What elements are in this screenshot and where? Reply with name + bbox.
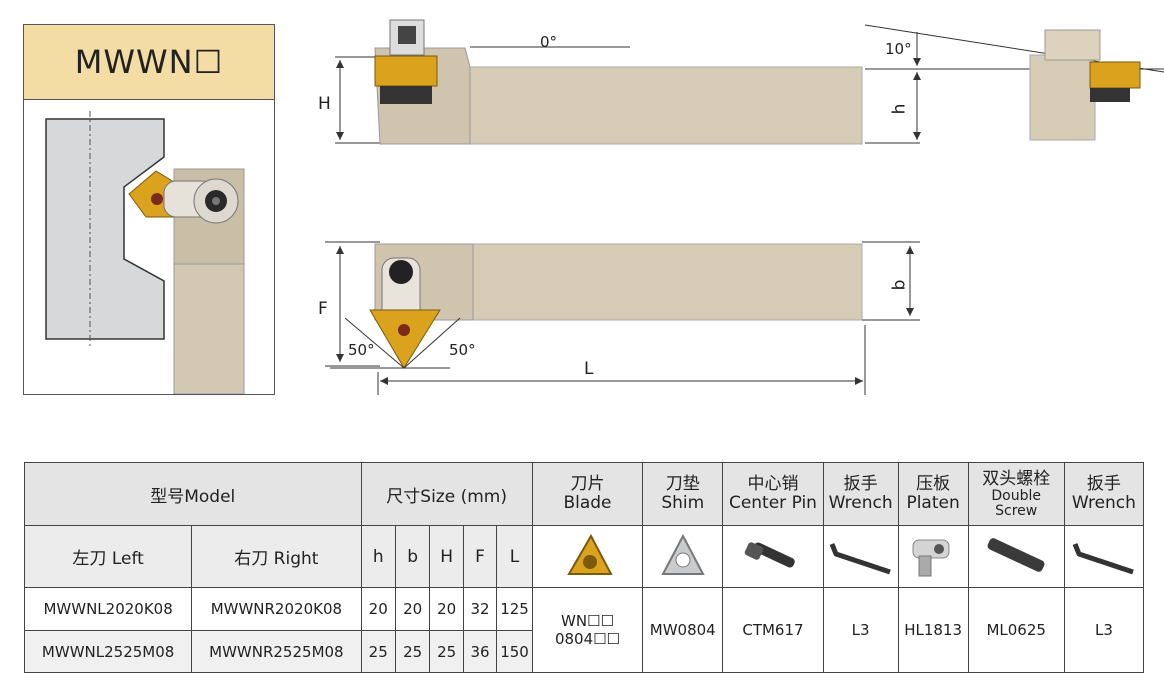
header-pin-cn: 中心销	[747, 474, 799, 494]
center-pin-icon	[744, 541, 795, 568]
shim-icon	[661, 533, 705, 575]
row1-H: 20	[429, 587, 464, 631]
row2-right-model: MWWNR2525M08	[191, 630, 362, 673]
header-shim-cn: 刀垫	[665, 474, 700, 494]
row2-F: 36	[462, 630, 498, 673]
header-screw-en1: Double	[991, 487, 1041, 504]
wrench2-image	[1063, 525, 1145, 588]
header-blade-cn: 刀片	[570, 474, 605, 494]
dim-F-label: F	[318, 299, 328, 319]
row1-left-model: MWWNL2020K08	[23, 587, 193, 631]
blade-spec-line1: WN☐☐	[561, 612, 614, 630]
header-wrench-cn: 扳手	[843, 474, 878, 494]
header-platen-cn: 压板	[916, 474, 951, 494]
angle-top-label: 0°	[540, 33, 558, 51]
workpiece-sketch	[45, 111, 245, 394]
subheader-col-H: H	[429, 525, 464, 588]
blade-image	[531, 525, 644, 588]
subheader-right: 右刀 Right	[191, 525, 362, 588]
header-wrench2-cn: 扳手	[1086, 474, 1121, 494]
angle-right-label: 50°	[449, 341, 476, 359]
row1-F: 32	[462, 587, 498, 631]
wrench-image	[822, 525, 899, 588]
angle-left-label: 50°	[348, 341, 375, 359]
subheader-left: 左刀 Left	[23, 525, 193, 588]
angle-side-label: 10°	[885, 40, 912, 58]
subheader-col-L: L	[496, 525, 533, 588]
wrench2-spec: L3	[1063, 587, 1145, 673]
blade-spec: WN☐☐ 0804☐☐	[531, 587, 644, 673]
row2-left-model: MWWNL2525M08	[23, 630, 193, 673]
header-screw-en2: Screw	[995, 502, 1038, 519]
row1-L: 125	[496, 587, 533, 631]
dim-h-label: h	[889, 103, 910, 115]
row2-L: 150	[496, 630, 533, 673]
double-screw-icon	[987, 537, 1045, 572]
header-shim-en: Shim	[661, 493, 705, 513]
header-pin-en: Center Pin	[728, 493, 817, 513]
shim-spec: MW0804	[642, 587, 724, 673]
header-screw-cn: 双头螺栓	[982, 468, 1051, 489]
row1-b: 20	[394, 587, 431, 631]
platen-spec: HL1813	[897, 587, 969, 673]
header-size: 尺寸Size (mm)	[360, 462, 533, 526]
insert-icon	[567, 533, 614, 575]
platen-icon	[912, 539, 950, 576]
pin-image	[722, 525, 824, 588]
dim-H-label: H	[318, 94, 331, 114]
screw-image	[967, 525, 1065, 588]
platen-image	[897, 525, 969, 588]
header-wrench-en: Wrench	[828, 493, 893, 513]
subheader-col-F: F	[462, 525, 498, 588]
wrench-icon	[829, 542, 891, 574]
subheader-col-h: h	[360, 525, 396, 588]
row2-b: 25	[394, 630, 431, 673]
pin-spec: CTM617	[722, 587, 824, 673]
row2-h: 25	[360, 630, 396, 673]
header-wrench2-en: Wrench	[1071, 493, 1136, 513]
header-model: 型号Model	[24, 462, 362, 526]
model-box: MWWN☐	[23, 24, 275, 395]
holder-drawings	[325, 19, 1164, 395]
model-title: MWWN☐	[24, 25, 274, 100]
screw-spec: ML0625	[967, 587, 1065, 673]
wrench-spec: L3	[822, 587, 899, 673]
row1-h: 20	[360, 587, 396, 631]
row2-H: 25	[429, 630, 464, 673]
blade-spec-line2: 0804☐☐	[554, 630, 621, 648]
table-row: MWWNL2020K08 MWWNR2020K08 20 20 20 32 12…	[23, 587, 1145, 673]
dim-b-label: b	[889, 279, 910, 291]
header-blade-en: Blade	[563, 493, 612, 513]
shim-image	[642, 525, 724, 588]
wrench2-icon	[1072, 542, 1134, 574]
row1-right-model: MWWNR2020K08	[191, 587, 362, 631]
dim-L-label: L	[584, 359, 594, 379]
subheader-col-b: b	[394, 525, 431, 588]
header-platen-en: Platen	[906, 493, 960, 513]
